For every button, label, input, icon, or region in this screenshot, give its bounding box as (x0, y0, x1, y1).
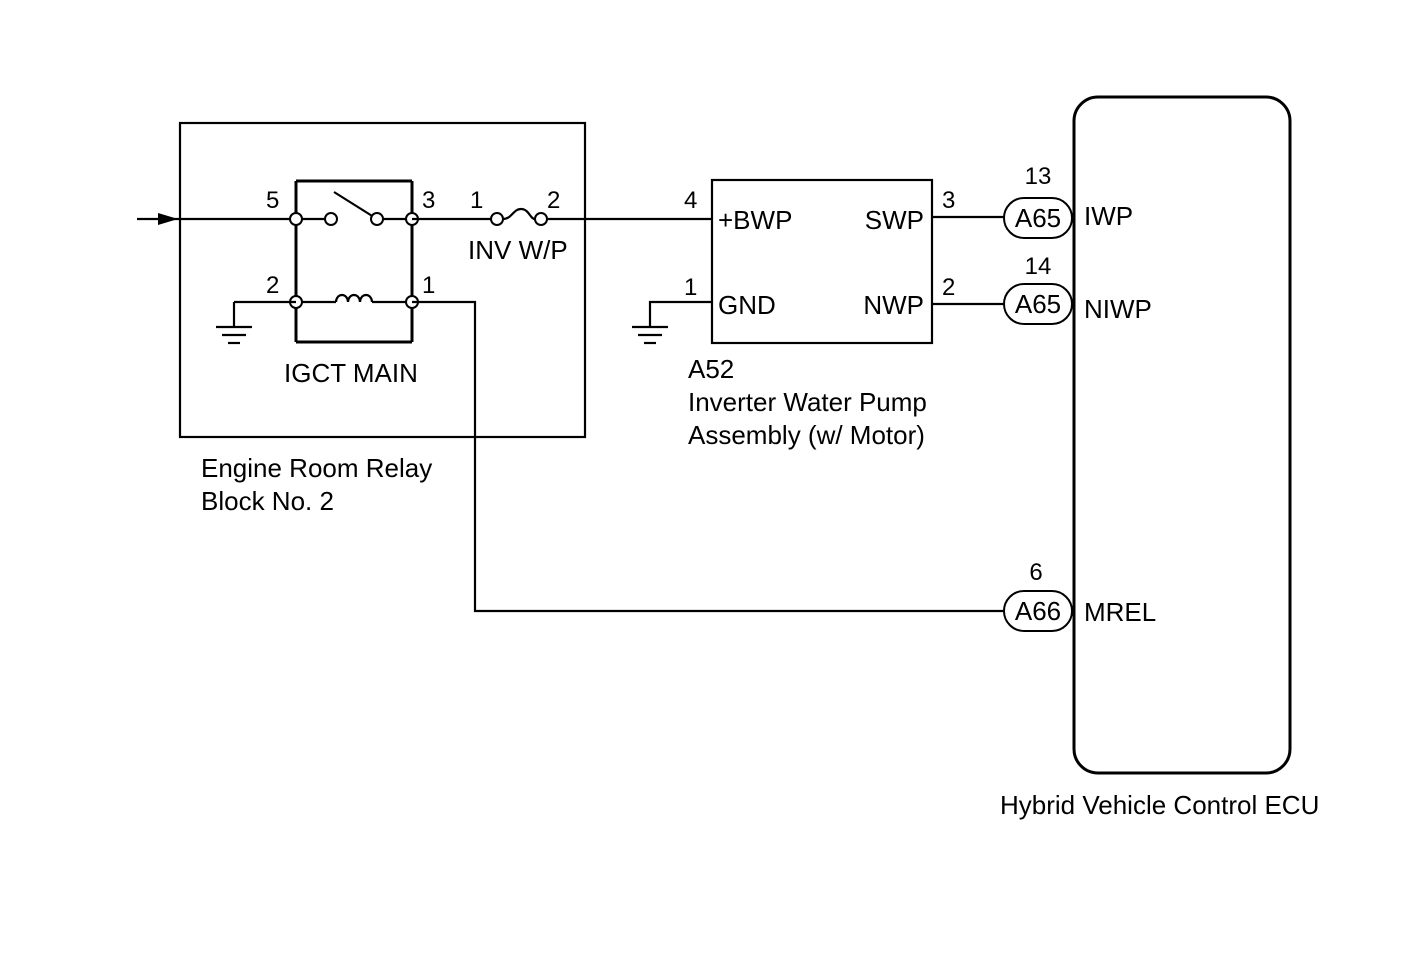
connector-code: A65 (1015, 203, 1061, 233)
ground-icon (216, 325, 252, 345)
relay-pin-1: 1 (422, 272, 435, 299)
relay-label: IGCT MAIN (284, 358, 418, 388)
pump-pin-nwp: 2 (942, 274, 955, 301)
connector-a65-13 (1003, 197, 1073, 239)
switch-contact-b (370, 212, 384, 226)
pump-ground-wire (648, 300, 712, 326)
relay-block-name-line1: Engine Room Relay (201, 453, 432, 483)
fuse-terminal-1 (490, 212, 504, 226)
pump-code: A52 (688, 354, 734, 384)
ecu: A65 13 IWP A65 14 NIWP A66 6 MREL Hybrid… (1000, 95, 1319, 820)
fuse-pin-2: 2 (547, 187, 560, 214)
pump-outline (710, 178, 934, 345)
pump-assembly: +BWP GND SWP NWP 4 1 3 2 A52 Inverter Wa… (632, 178, 955, 450)
fuse-label: INV W/P (468, 235, 568, 265)
relay-pin-2: 2 (266, 272, 279, 299)
pump-pin-gnd: 1 (684, 274, 697, 301)
connector-code: A65 (1015, 289, 1061, 319)
switch-contact-a (324, 212, 338, 226)
ecu-name: Hybrid Vehicle Control ECU (1000, 790, 1319, 820)
pump-name-line2: Assembly (w/ Motor) (688, 420, 925, 450)
pump-terminal-bwp: +BWP (718, 205, 792, 235)
switch-blade (333, 191, 378, 220)
connector-a66-6 (1003, 590, 1073, 632)
ecu-terminal-label: IWP (1084, 201, 1133, 231)
ecu-outline (1072, 95, 1292, 775)
pump-terminal-gnd: GND (718, 290, 776, 320)
pump-name-line1: Inverter Water Pump (688, 387, 927, 417)
fuse-icon (502, 207, 536, 221)
connector-pin: 6 (1029, 559, 1042, 586)
connector-code: A66 (1015, 596, 1061, 626)
pump-pin-bwp: 4 (684, 187, 697, 214)
fuse-pin-1: 1 (470, 187, 483, 214)
relay-block-outline (178, 121, 587, 439)
ground-icon (632, 325, 668, 345)
input-arrow-icon (158, 213, 178, 225)
ecu-terminal-label: MREL (1084, 597, 1156, 627)
coil-icon (334, 293, 374, 303)
relay-pin-5: 5 (266, 187, 279, 214)
relay-block-name-line2: Block No. 2 (201, 486, 334, 516)
relay-pin-3: 3 (422, 187, 435, 214)
pump-pin-swp: 3 (942, 187, 955, 214)
relay-block: 5 3 2 1 1 2 INV W/P IGCT MAIN Engine Roo… (137, 121, 587, 516)
ecu-terminal-label: NIWP (1084, 294, 1152, 324)
fuse-terminal-2 (534, 212, 548, 226)
relay-terminal-5 (289, 212, 303, 226)
connector-pin: 13 (1025, 163, 1052, 190)
pump-terminal-nwp: NWP (863, 290, 924, 320)
pump-terminal-swp: SWP (865, 205, 924, 235)
connector-pin: 14 (1025, 253, 1052, 280)
connector-a65-14 (1003, 283, 1073, 325)
wire-relay-to-mrel (412, 300, 1004, 613)
